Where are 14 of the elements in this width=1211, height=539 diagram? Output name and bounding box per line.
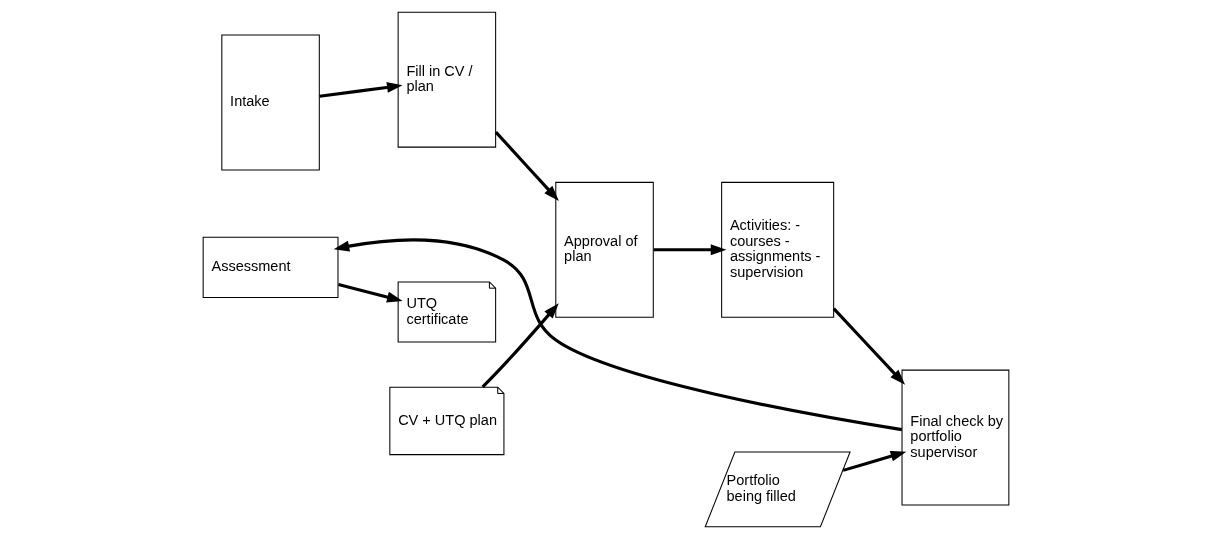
arrow bbox=[494, 131, 559, 201]
node-box: Final check by portfolio supervisor bbox=[901, 369, 1009, 506]
node-box: Approval of plan bbox=[554, 181, 654, 318]
arrow bbox=[318, 82, 403, 98]
node-box: Activities: - courses - assignments - supervision bbox=[720, 181, 834, 318]
node-box: Intake bbox=[220, 34, 320, 171]
arrow bbox=[653, 244, 726, 256]
node-box: Assessment bbox=[202, 236, 338, 298]
arrow bbox=[832, 307, 905, 385]
arrow bbox=[337, 283, 403, 303]
arrow bbox=[333, 238, 902, 432]
arrow bbox=[842, 450, 906, 472]
node-box: Fill in CV / plan bbox=[397, 11, 496, 148]
arrow bbox=[481, 303, 559, 389]
